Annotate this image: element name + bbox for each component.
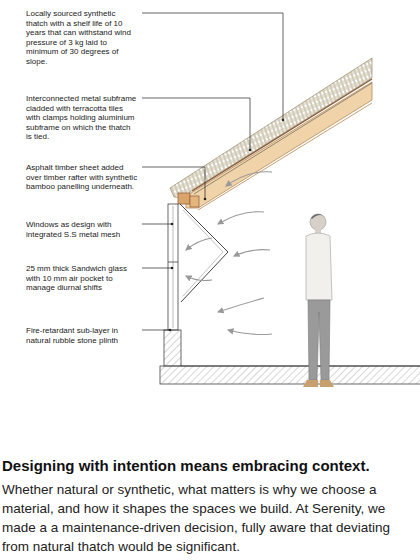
window-transom	[168, 262, 178, 263]
callout-label: 25 mm thick Sandwich glass with 10 mm ai…	[26, 264, 138, 293]
floor-line	[181, 365, 420, 366]
leader-dots	[169, 119, 285, 332]
awning-window	[180, 204, 228, 302]
section-heading: Designing with intention means embracing…	[2, 456, 418, 475]
airflow-arrows	[186, 172, 272, 335]
callout-label: Asphalt timber sheet added over timber r…	[26, 163, 138, 192]
callout-label: Locally sourced synthetic thatch with a …	[26, 9, 138, 67]
eave-block	[190, 196, 199, 207]
callout-label: Fire-retardant sub-layer in natural rubb…	[26, 326, 138, 345]
metal-mesh	[183, 210, 223, 296]
timber-rafter	[186, 82, 372, 208]
callout-label: Interconnected metal subframe cladded wi…	[26, 94, 138, 142]
callout-label: Windows as design with integrated S.S me…	[26, 220, 138, 239]
floor-slab	[160, 366, 420, 384]
eave-block	[178, 193, 190, 204]
stone-plinth	[164, 330, 181, 366]
wall-frame	[168, 204, 178, 330]
leader-lines	[142, 13, 283, 330]
body-paragraph: Whether natural or synthetic, what matte…	[2, 480, 418, 556]
person-figure	[303, 214, 334, 387]
tile-subframe	[192, 79, 372, 191]
thatch-layer	[170, 58, 372, 198]
